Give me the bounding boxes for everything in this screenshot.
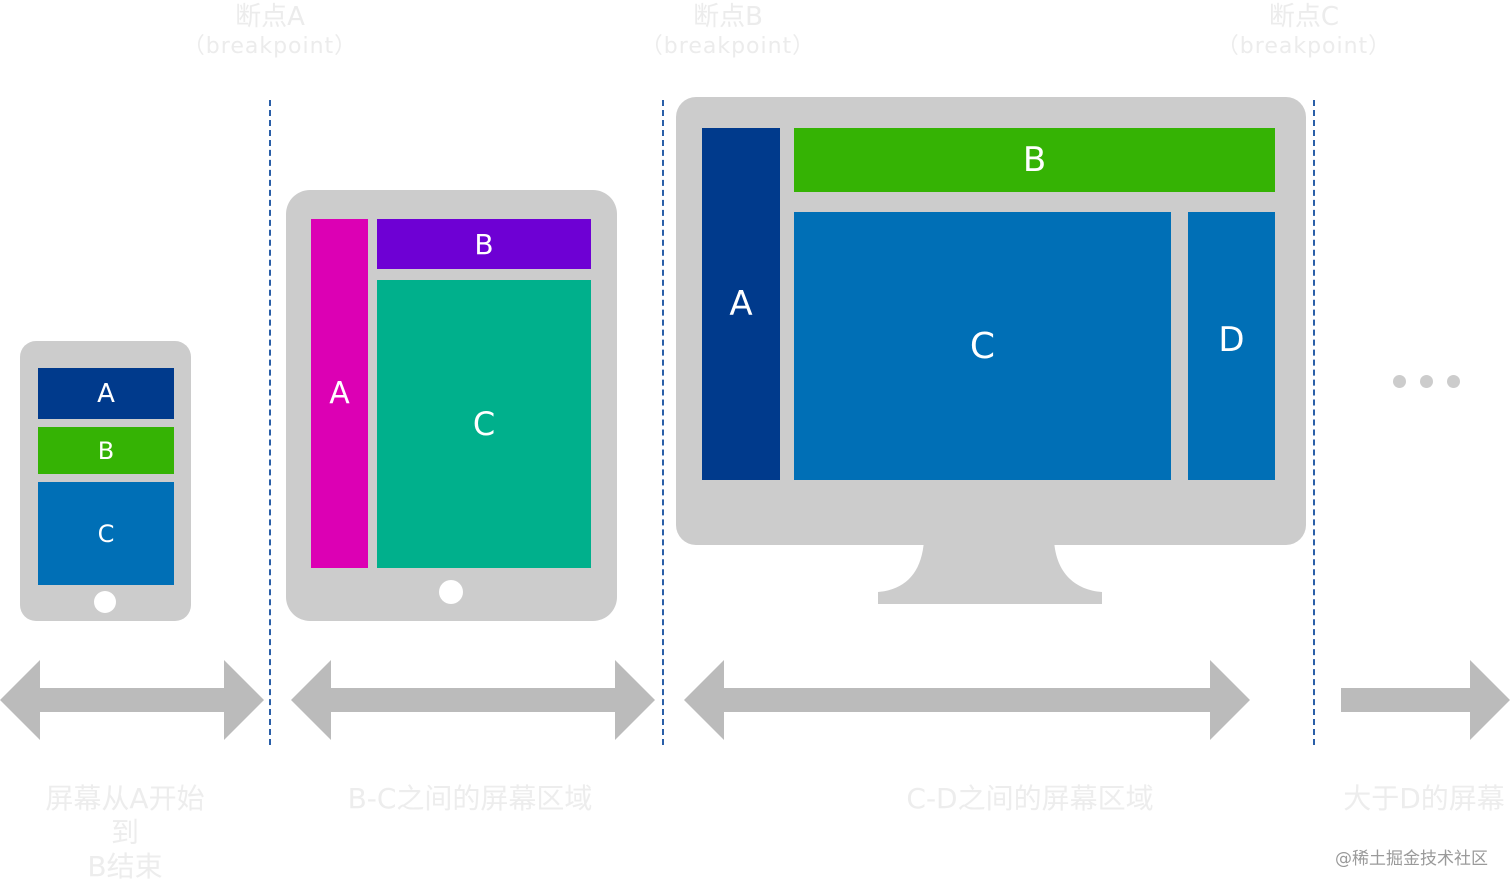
phone-caption-line-3: B结束 (87, 850, 163, 883)
tablet-block-b-label: B (474, 227, 494, 261)
phone-home-button (94, 591, 116, 613)
desktop-monitor: A B C D (676, 97, 1306, 545)
tablet-home-button (439, 580, 463, 604)
phone-block-b-label: B (97, 436, 115, 465)
breakpoint-b-line (662, 100, 664, 745)
breakpoint-c-subtitle: （breakpoint） (1216, 34, 1392, 59)
breakpoint-a-label: 断点A （breakpoint） (140, 2, 400, 62)
breakpoint-a-title: 断点A (235, 2, 305, 32)
breakpoint-c-label: 断点C （breakpoint） (1174, 2, 1434, 62)
desktop-block-c: C (794, 212, 1171, 480)
phone-block-c-label: C (97, 519, 115, 548)
breakpoint-c-title: 断点C (1268, 2, 1340, 32)
phone-range-caption: 屏幕从A开始 到 B结束 (0, 782, 250, 884)
desktop-block-d: D (1188, 212, 1275, 480)
desktop-block-a: A (702, 128, 780, 480)
tablet-block-c: C (377, 280, 591, 568)
tablet-block-c-label: C (472, 405, 496, 443)
desktop-block-a-label: A (729, 284, 753, 324)
breakpoint-a-subtitle: （breakpoint） (182, 34, 358, 59)
phone-range-arrow (0, 660, 264, 740)
desktop-block-b: B (794, 128, 1275, 192)
more-ellipsis (1393, 375, 1460, 388)
breakpoint-a-line (269, 100, 271, 745)
beyond-range-caption: 大于D的屏幕 (1343, 782, 1505, 815)
phone-block-b: B (38, 427, 174, 474)
monitor-stand (878, 540, 1102, 604)
beyond-range-arrow (1341, 660, 1510, 740)
breakpoint-b-label: 断点B （breakpoint） (598, 2, 858, 62)
phone-caption-line-2: 到 (110, 816, 139, 849)
tablet-block-b: B (377, 219, 591, 269)
desktop-block-c-label: C (969, 325, 996, 367)
ellipsis-dot (1393, 375, 1406, 388)
desktop-block-d-label: D (1218, 320, 1245, 360)
watermark: @稀土掘金技术社区 (1335, 849, 1488, 869)
tablet-block-a-label: A (329, 376, 350, 411)
tablet-block-a: A (311, 219, 368, 568)
phone-block-a: A (38, 368, 174, 419)
tablet-device: A B C (286, 190, 617, 621)
tablet-range-caption: B-C之间的屏幕区域 (347, 782, 593, 815)
ellipsis-dot (1447, 375, 1460, 388)
breakpoint-b-title: 断点B (693, 2, 763, 32)
tablet-range-arrow (291, 660, 655, 740)
phone-device: A B C (20, 341, 191, 621)
breakpoint-b-subtitle: （breakpoint） (640, 34, 816, 59)
desktop-range-caption: C-D之间的屏幕区域 (906, 782, 1154, 815)
desktop-range-arrow (684, 660, 1250, 740)
phone-caption-line-1: 屏幕从A开始 (45, 782, 205, 815)
ellipsis-dot (1420, 375, 1433, 388)
phone-block-c: C (38, 482, 174, 585)
breakpoint-c-line (1313, 100, 1315, 745)
phone-block-a-label: A (97, 378, 115, 409)
desktop-block-b-label: B (1022, 140, 1047, 180)
